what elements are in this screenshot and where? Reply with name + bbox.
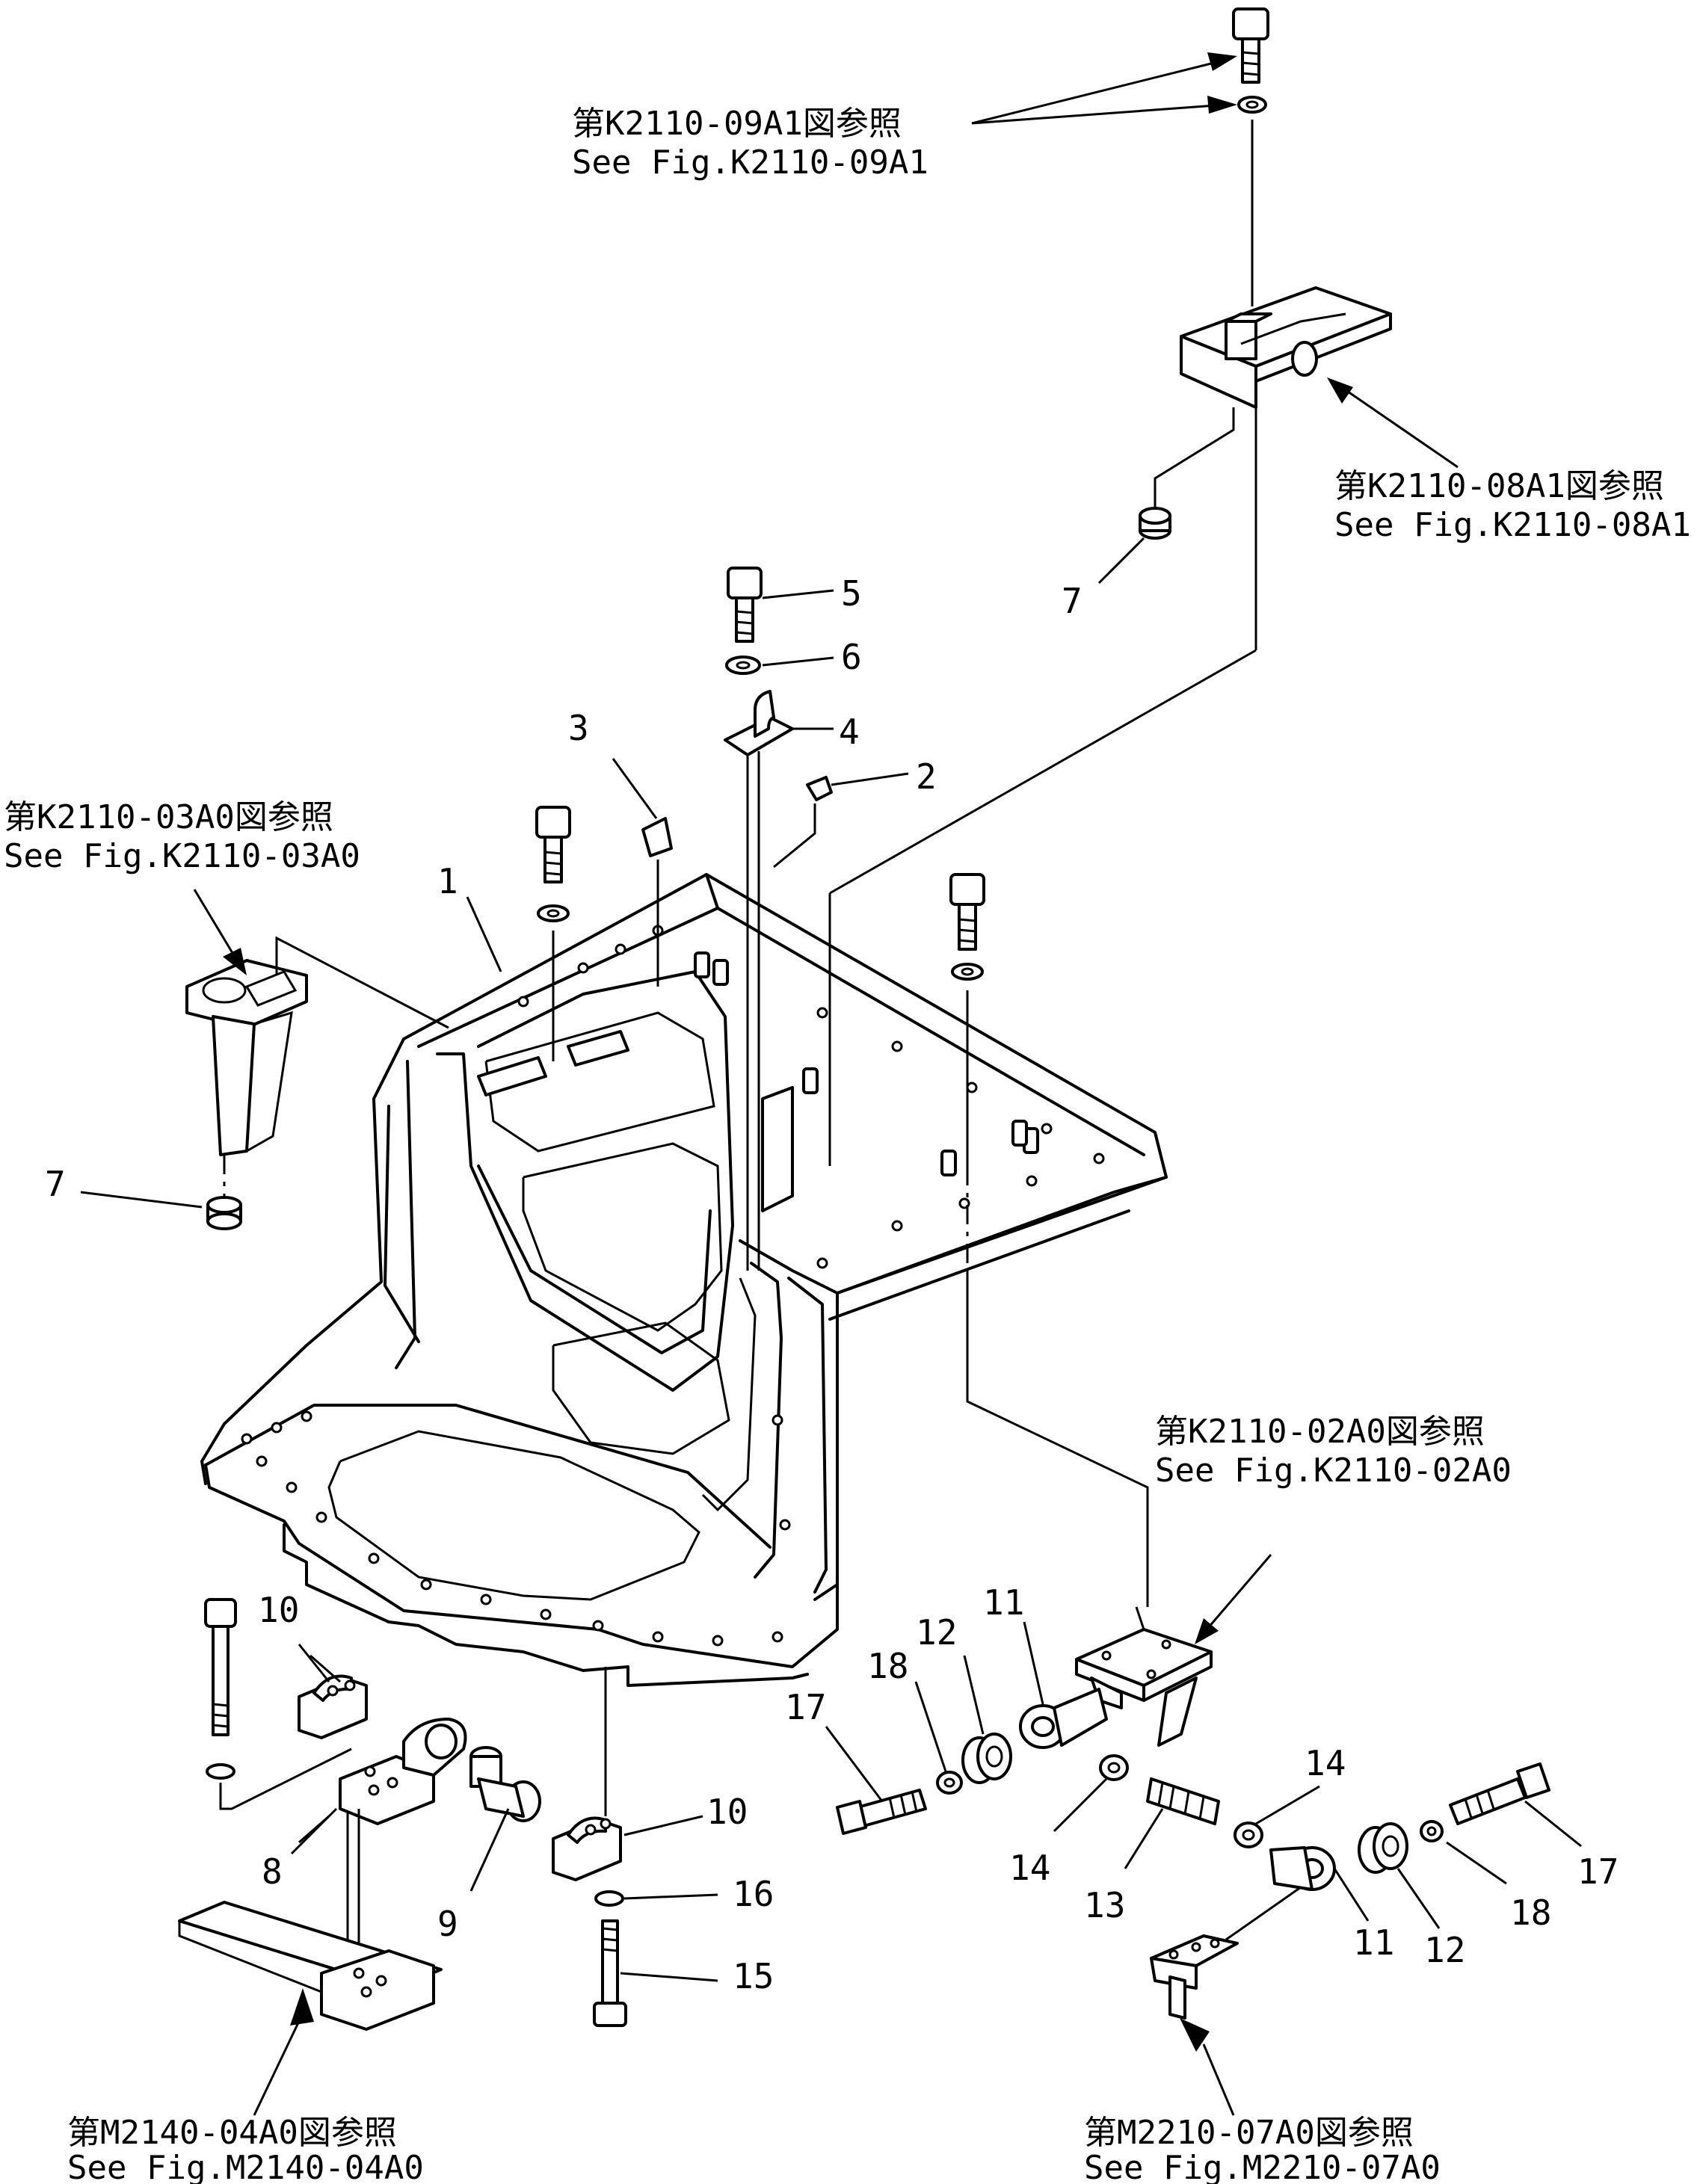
part-2-label: 2 [916, 756, 937, 797]
part-18-left-label: 18 [867, 1646, 908, 1686]
ref-mid-right-ja: 第K2110-02A0図参照 [1155, 1413, 1485, 1451]
left-mount [80, 936, 449, 1230]
upper-right-mount [828, 7, 1392, 1166]
part-10-right-label: 10 [706, 1792, 748, 1832]
part-8-label: 8 [262, 1851, 283, 1892]
left-bolt [535, 806, 571, 1061]
part-9-label: 9 [437, 1904, 458, 1944]
ref-bottom-left-en: See Fig.M2140-04A0 [67, 2149, 424, 2184]
part-11-upper-label: 11 [983, 1582, 1024, 1623]
lower-left-assembly [178, 1598, 718, 2116]
part-12-upper-label: 12 [916, 1612, 957, 1653]
part-numbers: 1 2 3 4 5 6 7 7 8 9 10 10 11 11 12 12 13… [45, 573, 1619, 1996]
ref-left-en: See Fig.K2110-03A0 [4, 837, 360, 875]
right-bolt [949, 873, 1149, 1607]
center-bolt-assembly [612, 567, 909, 1271]
part-7-right-label: 7 [1062, 581, 1082, 621]
part-3-label: 3 [568, 708, 589, 748]
part-14-lower-label: 14 [1305, 1743, 1346, 1783]
part-14-upper-label: 14 [1009, 1848, 1050, 1888]
lower-right-assembly [836, 1606, 1550, 2116]
ref-bottom-left-ja: 第M2140-04A0図参照 [67, 2114, 397, 2152]
ref-mid-right-en: See Fig.K2110-02A0 [1155, 1452, 1512, 1490]
part-1-label: 1 [437, 861, 458, 901]
ref-upper-right-en: See Fig.K2110-08A1 [1334, 506, 1691, 544]
ref-upper-right-ja: 第K2110-08A1図参照 [1334, 467, 1664, 505]
ref-top-ja: 第K2110-09A1図参照 [572, 105, 902, 143]
part-18-right-label: 18 [1510, 1893, 1551, 1933]
part-15-label: 15 [733, 1956, 774, 1996]
part-5-label: 5 [841, 573, 862, 614]
ref-bottom-right-en: See Fig.M2210-07A0 [1084, 2149, 1441, 2184]
part-4-label: 4 [839, 712, 860, 752]
ref-bottom-right-ja: 第M2210-07A0図参照 [1084, 2114, 1414, 2152]
main-frame [200, 873, 1168, 1687]
leader-lines [193, 52, 1582, 1929]
figure-references: 第K2110-09A1図参照 See Fig.K2110-09A1 第K2110… [4, 105, 1691, 2184]
part-13-label: 13 [1084, 1885, 1125, 1925]
part-11-lower-label: 11 [1353, 1922, 1394, 1963]
frame-holes [241, 925, 1105, 1647]
part-12-lower-label: 12 [1424, 1930, 1465, 1970]
ref-top-en: See Fig.K2110-09A1 [572, 144, 928, 182]
part-7-left-label: 7 [45, 1164, 66, 1204]
part-16-label: 16 [733, 1874, 774, 1914]
ref-left-ja: 第K2110-03A0図参照 [4, 798, 333, 836]
part-10-left-label: 10 [258, 1590, 299, 1630]
part-6-label: 6 [841, 637, 862, 677]
part-17-right-label: 17 [1577, 1851, 1619, 1892]
part-17-left-label: 17 [785, 1687, 826, 1727]
